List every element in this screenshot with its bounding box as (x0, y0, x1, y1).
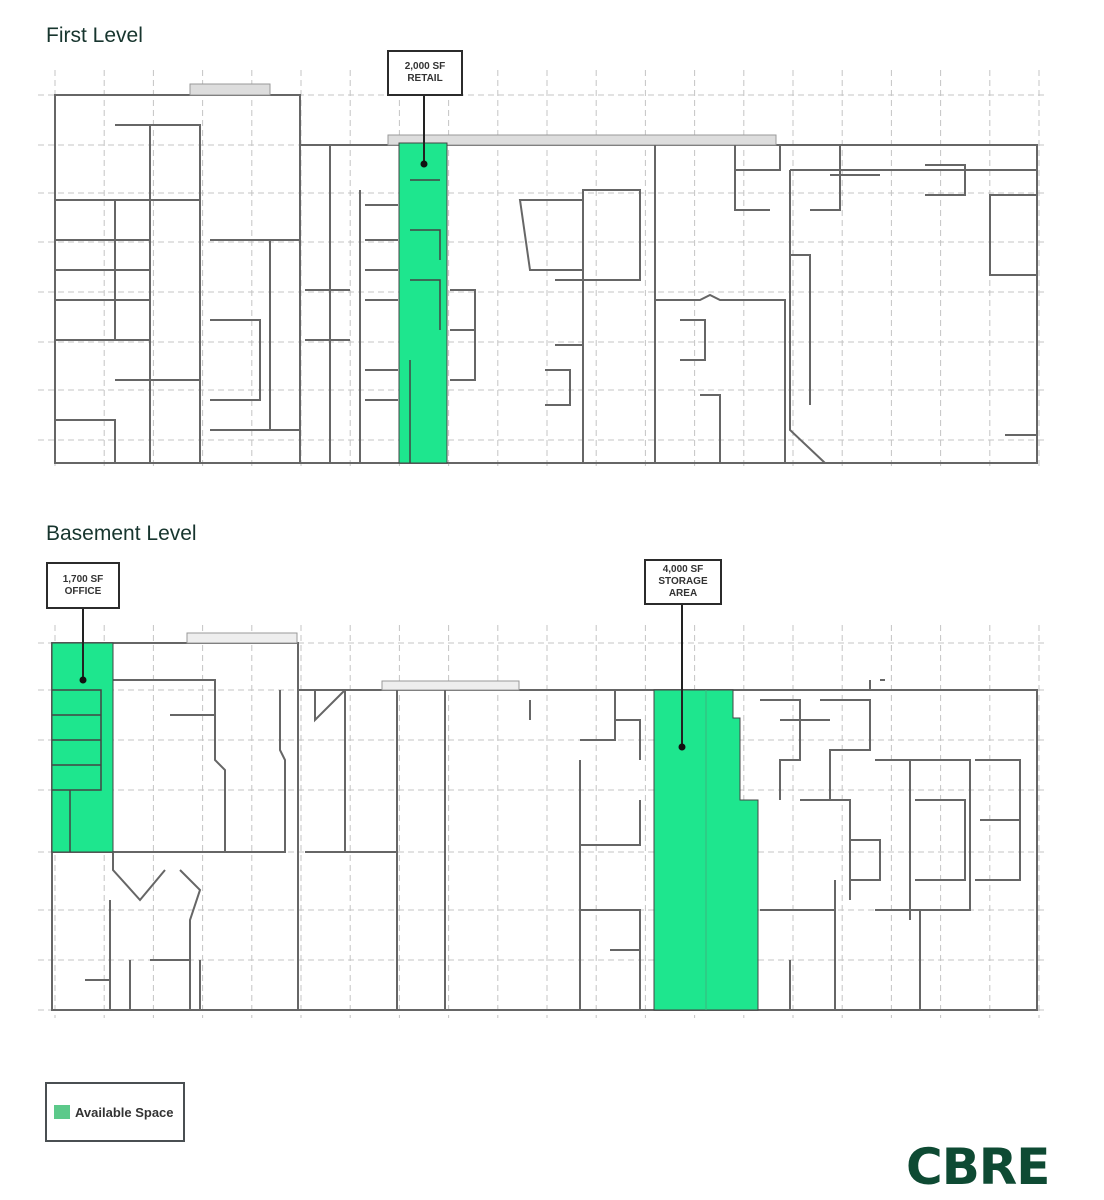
office-callout-dot (79, 676, 87, 684)
retail-use: RETAIL (407, 73, 443, 84)
first-level-floor-plan (38, 70, 1045, 470)
cbre-logo: CBRE (906, 1138, 1050, 1196)
first-level-title: First Level (46, 24, 143, 47)
office-area: 1,700 SF (62, 573, 104, 585)
storage-area: 4,000 SF (662, 564, 704, 575)
basement-level-title: Basement Level (46, 522, 197, 545)
legend-label: Available Space (75, 1104, 174, 1120)
available-space-swatch (54, 1105, 70, 1119)
basement-level-floor-plan (38, 603, 1045, 1018)
retail-available-space (398, 142, 448, 464)
storage-use: STORAGE (658, 576, 708, 587)
storage-callout: 4,000 SF STORAGE AREA (644, 559, 722, 605)
first-left-block (54, 94, 301, 464)
legend: Available Space (45, 1082, 185, 1142)
retail-area: 2,000 SF (404, 61, 446, 72)
office-use: OFFICE (64, 585, 102, 597)
retail-callout: 2,000 SF RETAIL (387, 50, 463, 96)
office-callout: 1,700 SF OFFICE (46, 562, 120, 609)
storage-use-line2: AREA (668, 588, 698, 599)
retail-callout-dot (420, 160, 428, 168)
storage-callout-dot (678, 743, 686, 751)
